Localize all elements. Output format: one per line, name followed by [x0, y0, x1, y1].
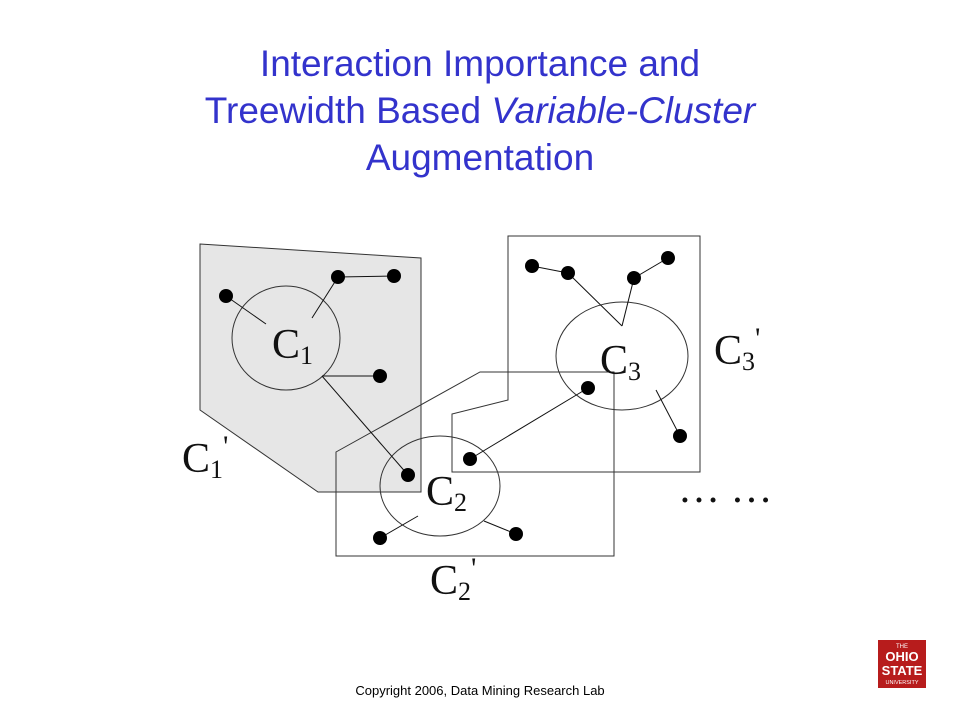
region-c2-prime — [335, 371, 615, 557]
cluster-c2-label: C2 — [426, 469, 467, 517]
slide-title: Interaction Importance and Treewidth Bas… — [80, 40, 880, 181]
edge — [655, 389, 681, 437]
edge — [567, 272, 623, 327]
edge — [379, 515, 419, 539]
node — [401, 468, 415, 482]
edge — [337, 275, 395, 278]
title-line-2-plain: Treewidth Based — [204, 90, 492, 131]
region-c2-sub: 2 — [458, 577, 471, 606]
cluster-c2-circle — [379, 435, 501, 537]
node — [373, 369, 387, 383]
region-c3-sub: 3 — [742, 347, 755, 376]
svg-text:THE: THE — [896, 644, 908, 650]
node — [661, 251, 675, 265]
cluster-c1-label: C1 — [272, 322, 313, 370]
region-c3-prime-label: C3' — [714, 322, 760, 376]
region-c2-prime-mark: ' — [471, 552, 476, 585]
svg-text:OHIO: OHIO — [885, 649, 918, 664]
node — [373, 531, 387, 545]
node — [509, 527, 523, 541]
region-c3-main: C — [714, 328, 742, 374]
copyright-footer: Copyright 2006, Data Mining Research Lab — [355, 683, 605, 698]
node — [463, 452, 477, 466]
edge — [469, 387, 589, 460]
node — [331, 270, 345, 284]
node — [581, 381, 595, 395]
node — [387, 269, 401, 283]
node — [627, 271, 641, 285]
edge — [311, 276, 339, 319]
region-c1-sub: 1 — [210, 455, 223, 484]
region-c1-main: C — [182, 436, 210, 482]
region-c1-prime-label: C1' — [182, 430, 228, 484]
region-c3-prime — [451, 235, 701, 473]
node — [525, 259, 539, 273]
region-c1-prime-mark: ' — [223, 430, 228, 463]
cluster-c3-main: C — [600, 338, 628, 384]
svg-text:UNIVERSITY: UNIVERSITY — [885, 680, 918, 686]
cluster-c1-circle — [231, 285, 341, 391]
nodes — [219, 251, 687, 545]
title-line-1: Interaction Importance and — [259, 43, 701, 84]
cluster-c1-main: C — [272, 322, 300, 368]
edges — [225, 257, 681, 539]
edge — [225, 295, 267, 325]
cluster-c2-main: C — [426, 469, 454, 515]
title-line-3: Augmentation — [365, 137, 595, 178]
edge — [321, 375, 409, 476]
node — [673, 429, 687, 443]
cluster-c3-circle — [555, 301, 689, 411]
node — [219, 289, 233, 303]
node — [561, 266, 575, 280]
cluster-c3-sub: 3 — [628, 357, 641, 386]
region-c1-prime — [199, 243, 422, 493]
cluster-c3-label: C3 — [600, 338, 641, 386]
svg-text:STATE: STATE — [882, 663, 923, 678]
title-line-2: Treewidth Based Variable-Cluster — [80, 87, 880, 134]
edge — [621, 277, 635, 327]
region-c2-main: C — [430, 558, 458, 604]
cluster-c1-sub: 1 — [300, 341, 313, 370]
ohio-state-logo: THE OHIO STATE UNIVERSITY — [878, 640, 926, 688]
region-c3-prime-mark: ' — [755, 322, 760, 355]
cluster-c2-sub: 2 — [454, 488, 467, 517]
region-c2-prime-label: C2' — [430, 552, 476, 606]
title-line-2-italic: Variable-Cluster — [491, 90, 756, 131]
ellipsis-text: … … — [678, 466, 773, 512]
